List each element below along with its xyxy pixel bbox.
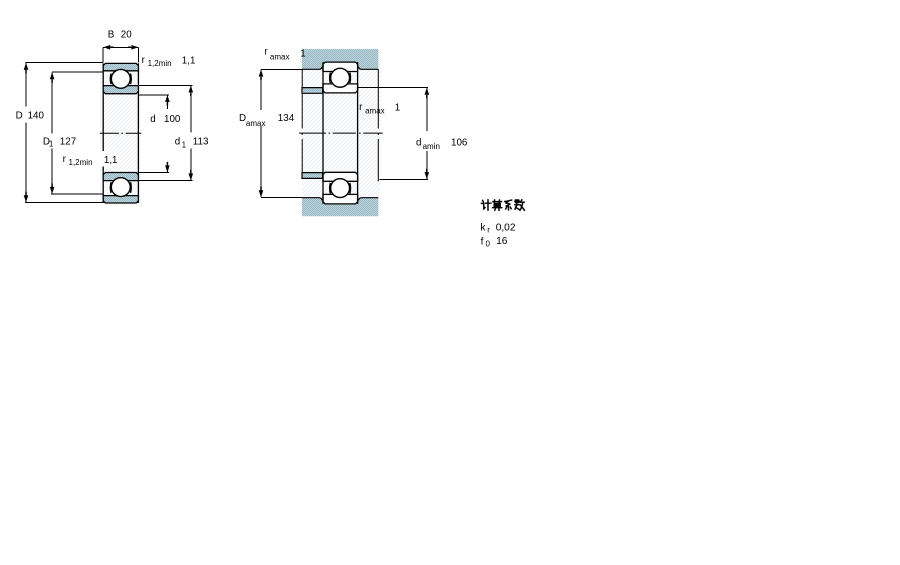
svg-text:1: 1 (300, 49, 305, 60)
svg-text:d: d (416, 138, 421, 149)
svg-text:amax: amax (270, 52, 290, 61)
svg-text:B: B (108, 29, 115, 40)
svg-text:100: 100 (164, 114, 181, 125)
svg-text:r: r (63, 154, 67, 165)
svg-text:0: 0 (486, 239, 491, 248)
svg-text:amax: amax (365, 106, 385, 115)
svg-text:0,02: 0,02 (496, 223, 516, 234)
svg-text:r: r (265, 47, 269, 58)
svg-text:r: r (359, 102, 363, 113)
svg-text:1: 1 (182, 141, 187, 150)
svg-text:1,1: 1,1 (104, 155, 118, 166)
svg-text:1: 1 (395, 103, 400, 114)
svg-text:127: 127 (60, 137, 76, 148)
svg-text:d: d (150, 114, 155, 125)
svg-text:r: r (487, 225, 490, 234)
svg-text:d: d (175, 137, 180, 148)
svg-text:r: r (142, 55, 146, 66)
svg-text:106: 106 (451, 138, 468, 149)
svg-text:f: f (481, 236, 484, 247)
svg-text:amax: amax (246, 119, 266, 128)
svg-text:113: 113 (193, 137, 209, 148)
svg-text:k: k (480, 223, 486, 234)
svg-text:1,2min: 1,2min (69, 158, 93, 167)
svg-text:D: D (239, 113, 246, 124)
svg-text:1: 1 (49, 140, 54, 149)
svg-text:1,1: 1,1 (182, 55, 196, 66)
svg-text:20: 20 (121, 29, 132, 40)
svg-text:140: 140 (28, 110, 45, 121)
svg-text:D: D (16, 110, 23, 121)
svg-text:134: 134 (278, 113, 295, 124)
svg-text:amin: amin (423, 142, 440, 151)
svg-text:D: D (43, 137, 50, 148)
svg-text:16: 16 (496, 236, 508, 247)
svg-text:1,2min: 1,2min (148, 59, 172, 68)
